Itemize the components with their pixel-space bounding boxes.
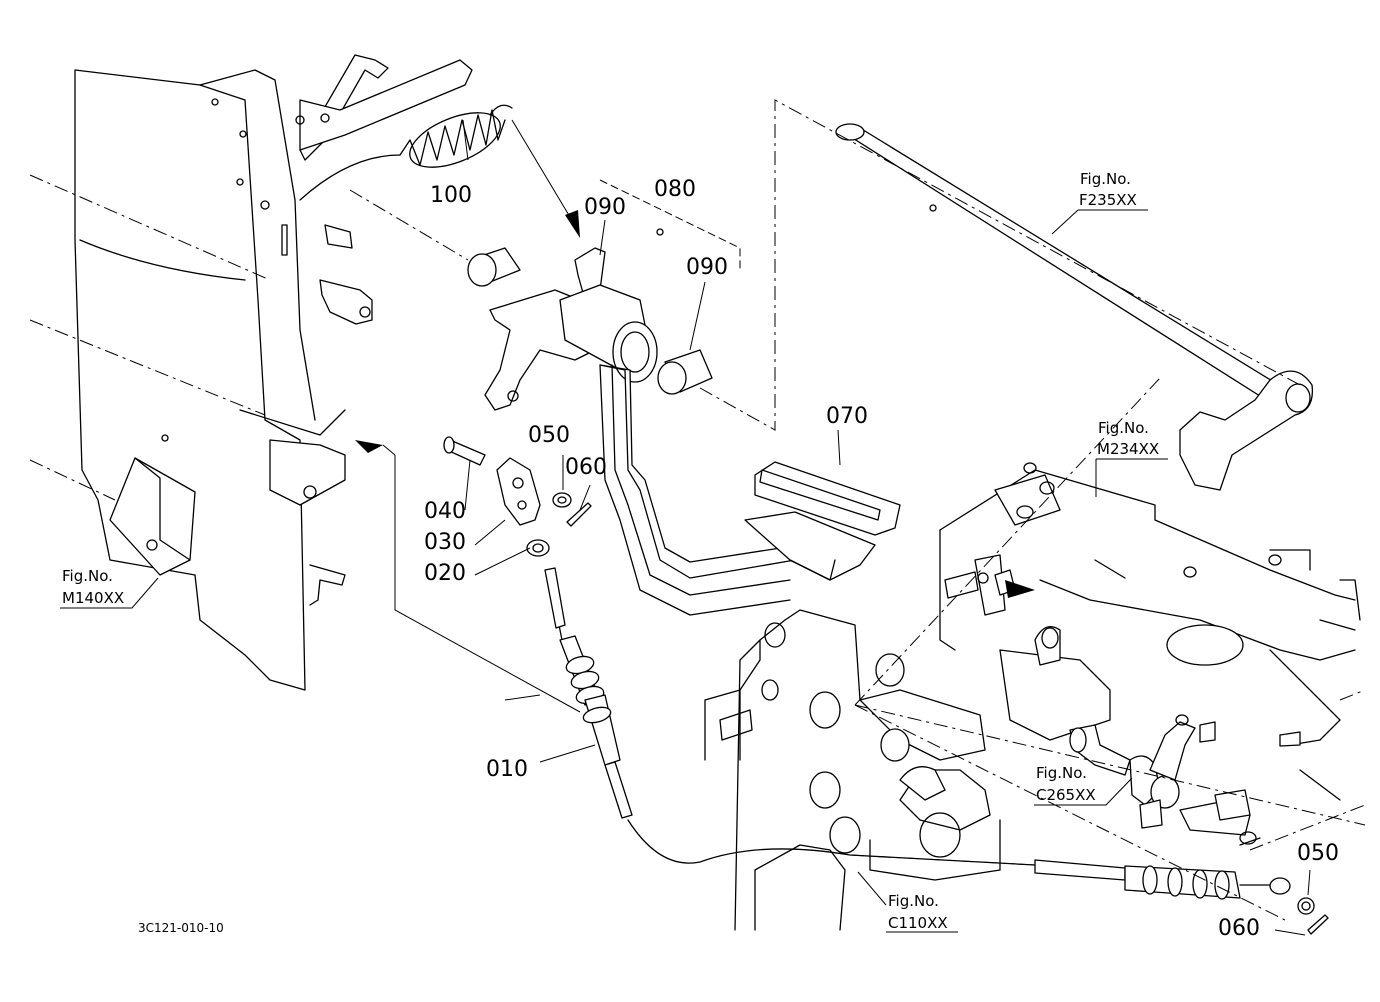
cross-shaft (835, 123, 1314, 491)
fig-label-c265: Fig.No. (1036, 764, 1087, 782)
clevis-pin (443, 436, 486, 466)
fig-label-m140: Fig.No. (62, 567, 113, 585)
figure-references: Fig.No. F235XX Fig.No. M234XX Fig.No. M1… (60, 170, 1168, 933)
fig-ref-c265: C265XX (1036, 786, 1096, 804)
fig-ref-m234: M234XX (1097, 440, 1159, 458)
label-060-top: 060 (565, 455, 607, 480)
fig-label-c110: Fig.No. (888, 892, 939, 910)
callout-leaders (462, 119, 1311, 936)
transmission-housing (704, 609, 1111, 931)
part-labels: 100 080 090 090 070 050 060 040 030 020 … (424, 177, 1339, 941)
leader-lines (29, 99, 1366, 921)
bushing-left (467, 247, 521, 287)
brake-cable (544, 567, 1329, 935)
lower-linkage (1069, 714, 1261, 846)
bushing-right (657, 349, 713, 395)
left-frame-panel (74, 69, 373, 691)
label-050-bottom: 050 (1297, 841, 1339, 866)
fig-label-m234: Fig.No. (1098, 419, 1149, 437)
cotter-pin-top (566, 502, 592, 527)
spring-coil-group (399, 109, 506, 168)
label-100: 100 (430, 183, 472, 208)
label-020: 020 (424, 561, 466, 586)
label-070: 070 (826, 404, 868, 429)
label-040: 040 (424, 499, 466, 524)
pedal-shaft-assembly (484, 228, 801, 616)
label-080: 080 (654, 177, 696, 202)
label-090-right: 090 (686, 255, 728, 280)
drawing-number: 3C121-010-10 (138, 921, 224, 935)
clevis-yoke (496, 457, 541, 526)
upper-bracket (295, 54, 473, 161)
label-010: 010 (486, 757, 528, 782)
label-050-top: 050 (528, 423, 570, 448)
label-030: 030 (424, 530, 466, 555)
label-060-bottom: 060 (1218, 916, 1260, 941)
fig-ref-f235: F235XX (1079, 191, 1137, 209)
washer-top (552, 492, 572, 508)
fig-label-f235: Fig.No. (1080, 170, 1131, 188)
lock-nut (526, 539, 550, 557)
main-frame (939, 462, 1361, 801)
pedal-pad (744, 461, 901, 581)
fig-ref-m140: M140XX (62, 589, 124, 607)
fig-ref-c110: C110XX (888, 914, 948, 932)
label-090-left: 090 (584, 195, 626, 220)
